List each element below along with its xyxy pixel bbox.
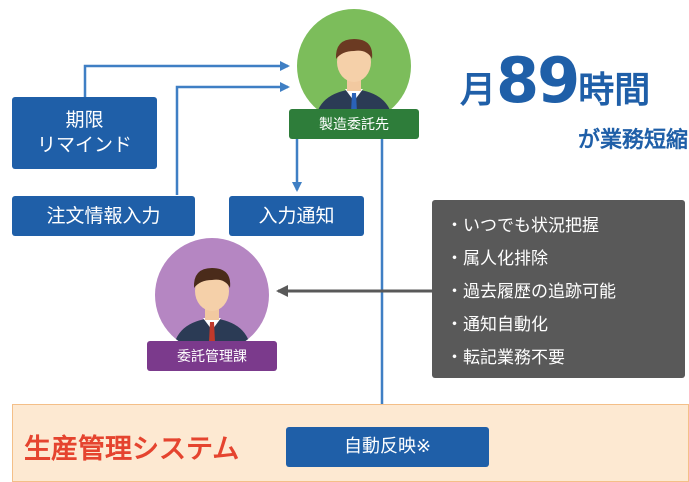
contractor-avatar-icon — [297, 9, 411, 123]
arrow-reminder-to-contractor — [83, 61, 290, 97]
benefit-item: ・転記業務不要 — [446, 348, 565, 368]
benefit-item: ・過去履歴の追跡可能 — [446, 282, 616, 302]
deadline-reminder-box: 期限 リマインド — [12, 97, 157, 169]
benefit-item: ・通知自動化 — [446, 315, 548, 335]
system-title: 生産管理システム — [24, 434, 240, 465]
management-avatar-icon — [155, 238, 269, 352]
headline-subtitle: が業務短縮 — [577, 128, 688, 153]
management-label: 委託管理課 — [147, 341, 277, 371]
benefit-item: ・いつでも状況把握 — [446, 216, 599, 236]
benefits-panel: ・いつでも状況把握 ・属人化排除 ・過去履歴の追跡可能 ・通知自動化 ・転記業務… — [432, 200, 685, 378]
input-notice-box: 入力通知 — [229, 196, 364, 236]
order-input-box: 注文情報入力 — [12, 196, 195, 236]
auto-reflect-box: 自動反映※ — [286, 427, 489, 467]
headline-number: 89 — [496, 44, 580, 117]
headline: 月89時間 — [460, 44, 685, 117]
headline-suffix: 時間 — [578, 70, 651, 111]
headline-prefix: 月 — [460, 70, 497, 111]
benefit-item: ・属人化排除 — [446, 249, 548, 269]
arrow-order-to-contractor — [175, 82, 290, 195]
management-node: 委託管理課 — [147, 238, 277, 373]
contractor-node: 製造委託先 — [289, 9, 419, 139]
contractor-label: 製造委託先 — [289, 109, 419, 139]
